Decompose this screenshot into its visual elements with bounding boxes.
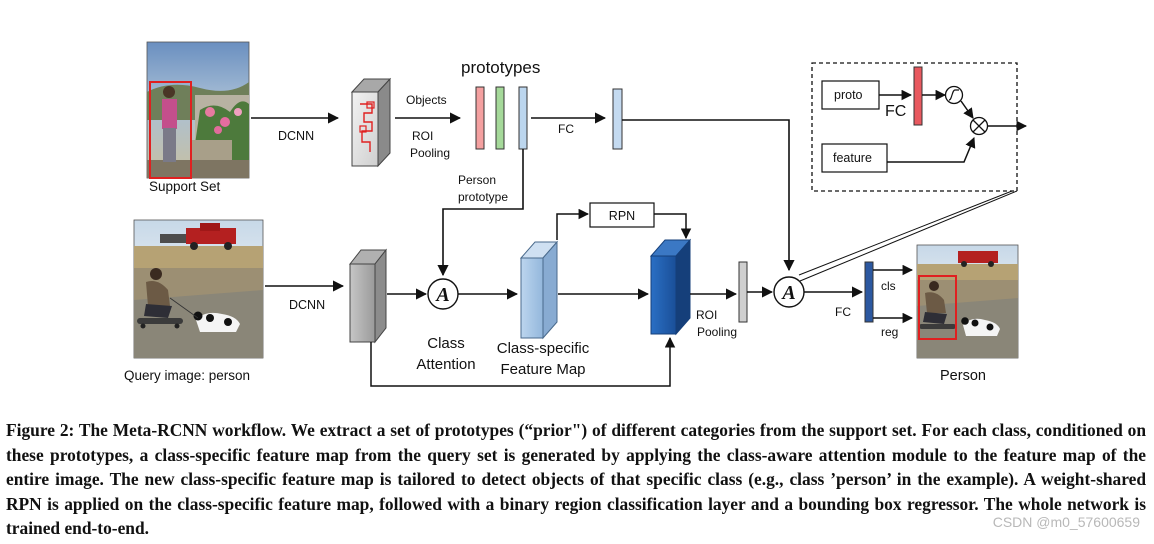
roi-pooling-bottom-label-2: Pooling xyxy=(697,325,737,339)
arrow-person-prototype xyxy=(437,149,524,277)
query-feature-map xyxy=(348,248,388,344)
result-bounding-box xyxy=(918,275,957,340)
arrow-classmap-rpn xyxy=(556,208,590,240)
roi-vector xyxy=(738,261,748,323)
cls-label: cls xyxy=(881,279,896,293)
figure-caption: Figure 2: The Meta-RCNN workflow. We ext… xyxy=(6,420,1146,539)
prototypes-label: prototypes xyxy=(461,58,540,77)
rpn-feature-map xyxy=(649,238,692,336)
arrow-rpn-darkmap xyxy=(654,213,692,240)
person-prototype-label-2: prototype xyxy=(458,190,508,204)
reg-label: reg xyxy=(881,325,898,339)
inset-fc-vector xyxy=(913,66,923,126)
roi-pooling-top-label-1: ROI xyxy=(412,129,433,143)
objects-label: Objects xyxy=(406,93,447,107)
result-image xyxy=(916,244,1019,359)
class-attention-symbol-2: A xyxy=(780,282,795,304)
watermark: CSDN @m0_57600659 xyxy=(992,514,1140,530)
support-image xyxy=(146,41,250,179)
prototype-green xyxy=(495,86,505,150)
arrow-skip-connection xyxy=(370,336,676,387)
class-specific-label-2: Feature Map xyxy=(500,361,585,378)
fc-top-vector xyxy=(612,88,623,150)
dcnn-label-top: DCNN xyxy=(278,129,314,143)
inset-feature-box xyxy=(821,143,888,173)
dcnn-label-bottom: DCNN xyxy=(289,298,325,312)
fc-bottom-vector xyxy=(864,261,874,323)
result-person-label: Person xyxy=(940,368,986,384)
inset-proto-label: proto xyxy=(834,88,863,102)
support-set-label: Support Set xyxy=(149,179,221,194)
inset-feature-label: feature xyxy=(833,151,872,165)
fc-bottom-label: FC xyxy=(835,305,851,319)
roi-pooling-bottom-label-1: ROI xyxy=(696,308,717,322)
class-attention-label-2: Attention xyxy=(416,356,475,373)
prototype-red xyxy=(475,86,485,150)
inset-fc-label: FC xyxy=(885,103,906,120)
sigmoid-icon xyxy=(944,85,964,105)
inset-arrow-sigmoid-multiply xyxy=(960,100,974,119)
arrow-fc-attention xyxy=(622,119,795,272)
support-feature-box xyxy=(350,77,392,168)
query-image-label: Query image: person xyxy=(124,368,250,383)
prototype-blue xyxy=(518,86,528,150)
query-image xyxy=(133,219,264,359)
fc-top-label: FC xyxy=(558,122,574,136)
roi-pooling-top-label-2: Pooling xyxy=(410,146,450,160)
rpn-box xyxy=(589,202,655,228)
inset-proto-box xyxy=(821,80,880,110)
inset-connector-lower xyxy=(799,190,1018,282)
class-specific-feature-map xyxy=(519,240,559,340)
inset-connector-upper xyxy=(798,190,1013,276)
person-prototype-label-1: Person xyxy=(458,173,496,187)
support-bounding-box xyxy=(149,81,192,179)
inset-arrow-feature-multiply xyxy=(887,137,976,163)
rpn-label: RPN xyxy=(609,209,635,223)
class-attention-symbol: A xyxy=(434,284,449,306)
class-specific-label-1: Class-specific xyxy=(497,340,590,357)
class-attention-label-1: Class xyxy=(427,335,465,352)
